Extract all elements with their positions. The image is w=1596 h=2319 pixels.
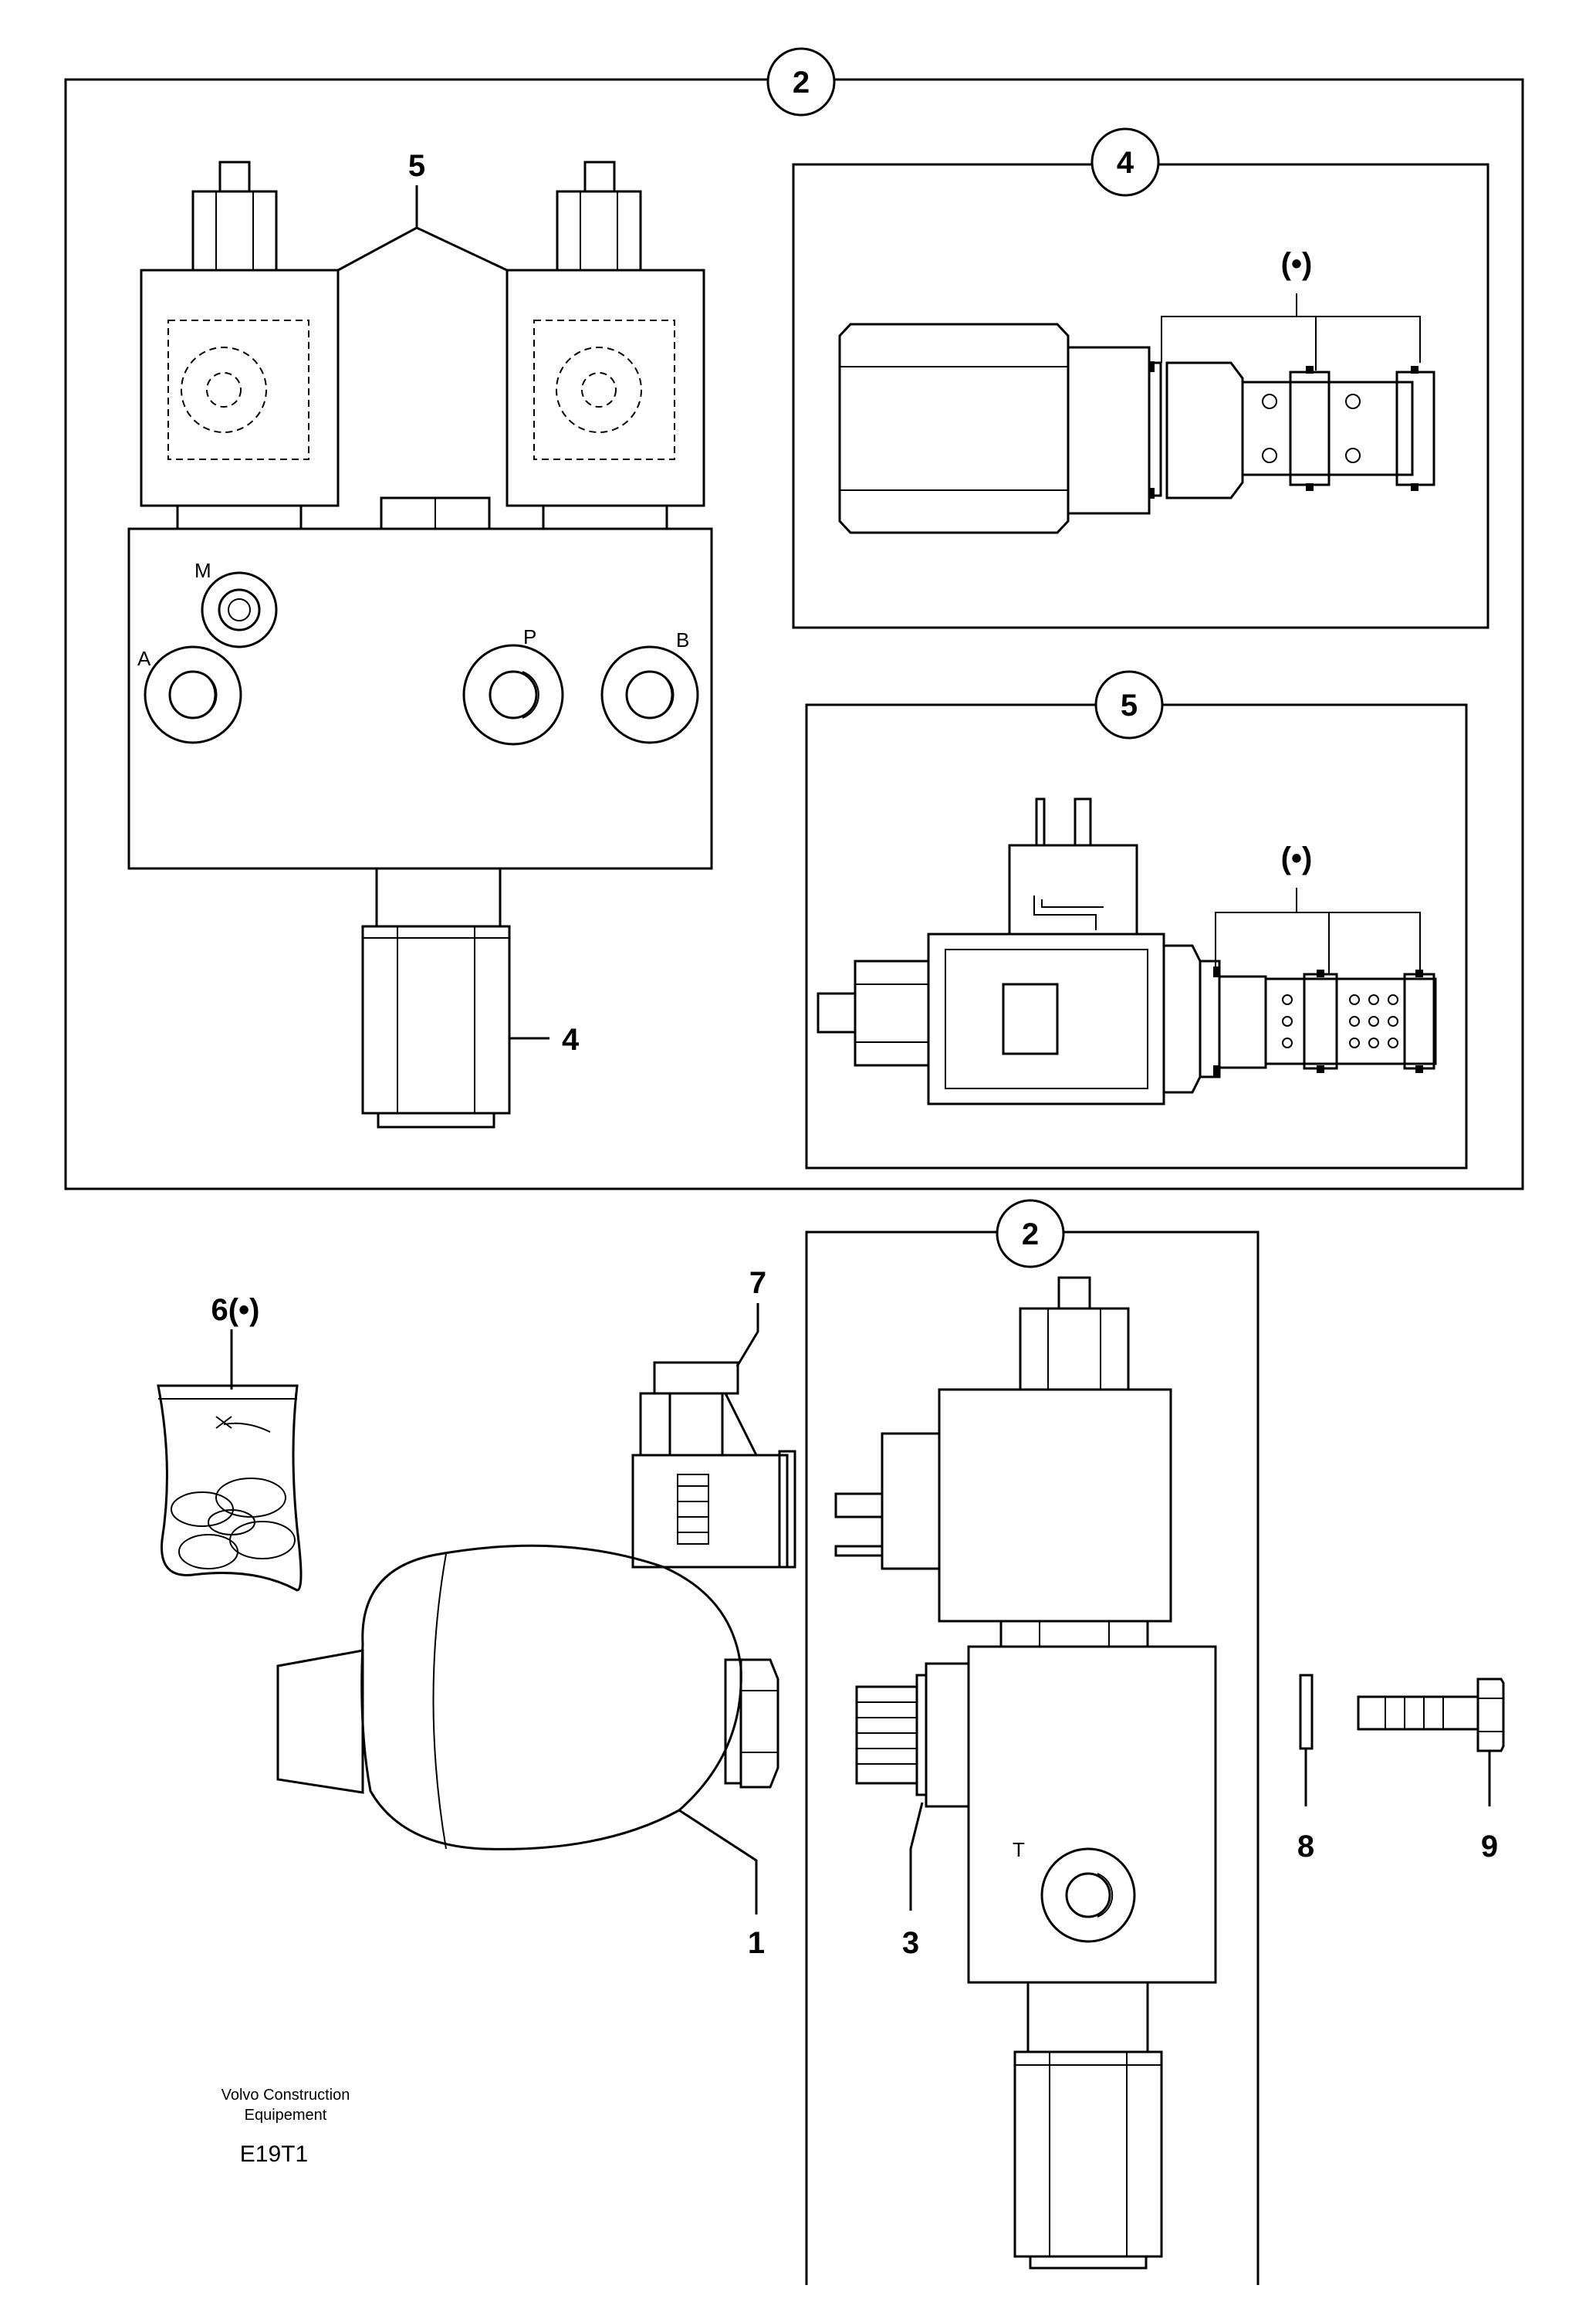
lower-assembly-frame: 2 T 3: [805, 1199, 1260, 2285]
label-detail4-seals: (•): [1281, 247, 1313, 281]
callout-lower-assembly: 2: [1022, 1217, 1039, 1251]
electrical-connector: 7: [631, 1266, 796, 1569]
port-a: [144, 645, 242, 744]
port-label-m: M: [194, 559, 211, 582]
port-m: [201, 571, 278, 648]
screw: 9: [1357, 1677, 1505, 1864]
callout-detail-solenoid-valve: 5: [1121, 689, 1138, 723]
seal-kit-bag: 6(•): [157, 1293, 303, 1592]
port-label-b: B: [676, 628, 689, 652]
callout-detail-cartridge: 4: [1117, 146, 1134, 180]
port-p: [462, 644, 564, 746]
port-label-a: A: [137, 647, 151, 670]
valve-block-assembly: M A P B 5 4: [127, 149, 713, 1129]
port-t: [1040, 1847, 1136, 1943]
label-fitting: 3: [902, 1926, 919, 1960]
label-solenoids: 5: [408, 149, 425, 183]
label-kit-bag: 6(•): [211, 1293, 260, 1327]
port-label-p: P: [523, 625, 536, 648]
callout-main-assembly: 2: [793, 66, 810, 100]
detail-cartridge: 4 (•): [792, 127, 1489, 629]
label-detail5-seals: (•): [1281, 841, 1313, 875]
credit-block: Volvo Construction Equipement E19T1: [221, 2087, 350, 2167]
solenoid-coil-section: [927, 933, 1165, 1105]
port-label-t: T: [1013, 1838, 1025, 1861]
label-connector: 7: [749, 1266, 766, 1300]
drawing-code: E19T1: [240, 2141, 308, 2167]
port-b: [600, 645, 699, 744]
washer: 8: [1297, 1674, 1314, 1864]
label-cartridge: 4: [562, 1023, 580, 1057]
main-assembly-frame: 2: [64, 47, 1524, 1190]
accumulator: 1: [276, 1544, 779, 1960]
credit-line2: Equipement: [245, 2107, 327, 2124]
label-screw: 9: [1481, 1830, 1498, 1864]
label-accumulator: 1: [748, 1926, 765, 1960]
credit-line1: Volvo Construction: [221, 2087, 350, 2104]
solenoid-right: [506, 269, 705, 507]
solenoid-left: [140, 269, 340, 507]
detail-solenoid-valve: 5: [805, 670, 1468, 1170]
cartridge-hex: [361, 925, 511, 1115]
label-washer: 8: [1297, 1830, 1314, 1864]
